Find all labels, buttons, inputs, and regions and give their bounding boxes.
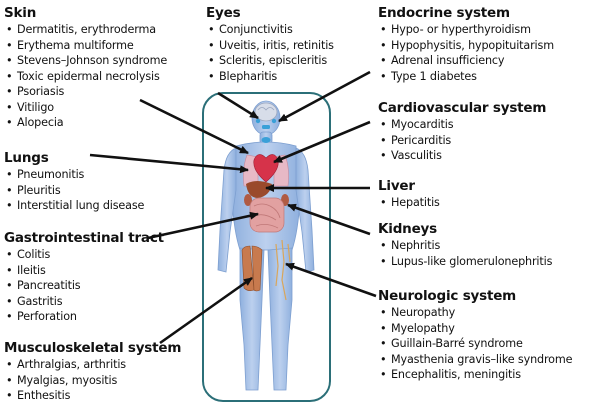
cardiovascular-item: Myocarditis	[378, 117, 546, 133]
eyes-arrow	[217, 91, 259, 120]
section-lungs: Lungs Pneumonitis Pleuritis Interstitial…	[4, 150, 144, 214]
eyes-item: Blepharitis	[206, 69, 334, 85]
musculoskeletal-arrow	[159, 276, 253, 345]
section-gastrointestinal-title: Gastrointestinal tract	[4, 230, 164, 246]
right-leg-shape	[267, 247, 293, 391]
section-gastrointestinal: Gastrointestinal tract Colitis Ileitis P…	[4, 230, 164, 325]
section-endocrine: Endocrine system Hypo- or hyperthyroidis…	[378, 5, 554, 84]
section-lungs-list: Pneumonitis Pleuritis Interstitial lung …	[4, 167, 144, 214]
section-kidneys-list: Nephritis Lupus-like glomerulonephritis	[378, 238, 552, 269]
musculoskeletal-item: Arthralgias, arthritis	[4, 357, 181, 373]
musculoskeletal-item: Enthesitis	[4, 388, 181, 404]
kidneys-item: Lupus-like glomerulonephritis	[378, 254, 552, 270]
skin-item: Toxic epidermal necrolysis	[4, 69, 167, 85]
endocrine-item: Hypo- or hyperthyroidism	[378, 22, 554, 38]
neurologic-item: Guillain-Barré syndrome	[378, 336, 572, 352]
neurologic-arrow	[285, 262, 377, 298]
lungs-item: Pleuritis	[4, 183, 144, 199]
section-eyes-list: Conjunctivitis Uveitis, iritis, retiniti…	[206, 22, 334, 84]
gastrointestinal-item: Colitis	[4, 247, 164, 263]
skin-item: Erythema multiforme	[4, 38, 167, 54]
kidney-left-icon	[244, 194, 252, 206]
section-neurologic: Neurologic system Neuropathy Myelopathy …	[378, 288, 572, 383]
cardiovascular-item: Pericarditis	[378, 133, 546, 149]
gastrointestinal-item: Gastritis	[4, 294, 164, 310]
section-cardiovascular-title: Cardiovascular system	[378, 100, 547, 116]
lungs-item: Pneumonitis	[4, 167, 144, 183]
lungs-arrow	[89, 153, 249, 174]
left-arm-shape	[217, 147, 237, 273]
gastrointestinal-arrow	[147, 211, 259, 240]
section-liver-title: Liver	[378, 178, 415, 194]
section-liver-list: Hepatitis	[378, 195, 440, 211]
gastrointestinal-item: Pancreatitis	[4, 278, 164, 294]
section-eyes-title: Eyes	[206, 5, 241, 21]
endocrine-arrow	[278, 70, 371, 123]
kidneys-item: Nephritis	[378, 238, 552, 254]
gastrointestinal-item: Ileitis	[4, 263, 164, 279]
section-kidneys-title: Kidneys	[378, 221, 437, 237]
cardiovascular-item: Vasculitis	[378, 148, 546, 164]
section-endocrine-list: Hypo- or hyperthyroidism Hypophysitis, h…	[378, 22, 554, 84]
section-eyes: Eyes Conjunctivitis Uveitis, iritis, ret…	[206, 5, 334, 84]
musculoskeletal-item: Myalgias, myositis	[4, 373, 181, 389]
section-cardiovascular-list: Myocarditis Pericarditis Vasculitis	[378, 117, 546, 164]
section-musculoskeletal-title: Musculoskeletal system	[4, 340, 182, 356]
endocrine-item: Adrenal insufficiency	[378, 53, 554, 69]
endocrine-item: Type 1 diabetes	[378, 69, 554, 85]
section-musculoskeletal-list: Arthralgias, arthritis Myalgias, myositi…	[4, 357, 181, 404]
kidneys-arrow	[287, 203, 371, 236]
section-skin: Skin Dermatitis, erythroderma Erythema m…	[4, 5, 167, 131]
eyes-item: Scleritis, episcleritis	[206, 53, 334, 69]
section-gastrointestinal-list: Colitis Ileitis Pancreatitis Gastritis P…	[4, 247, 164, 325]
section-lungs-title: Lungs	[4, 150, 49, 166]
nerve-lines-icon	[275, 239, 291, 301]
gastrointestinal-item: Perforation	[4, 309, 164, 325]
brain-icon	[254, 102, 278, 129]
neurologic-item: Myelopathy	[378, 321, 572, 337]
lungs-item: Interstitial lung disease	[4, 198, 144, 214]
skin-item: Dermatitis, erythroderma	[4, 22, 167, 38]
neurologic-item: Encephalitis, meningitis	[378, 367, 572, 383]
neurologic-item: Neuropathy	[378, 305, 572, 321]
section-skin-list: Dermatitis, erythroderma Erythema multif…	[4, 22, 167, 131]
section-skin-title: Skin	[4, 5, 37, 21]
section-musculoskeletal: Musculoskeletal system Arthralgias, arth…	[4, 340, 181, 404]
figure-frame	[202, 92, 331, 402]
section-neurologic-title: Neurologic system	[378, 288, 517, 304]
endocrine-item: Hypophysitis, hypopituitarism	[378, 38, 554, 54]
thyroid-icon	[261, 137, 271, 143]
section-cardiovascular: Cardiovascular system Myocarditis Perica…	[378, 100, 546, 164]
skin-item: Stevens–Johnson syndrome	[4, 53, 167, 69]
skin-item: Psoriasis	[4, 84, 167, 100]
neurologic-item: Myasthenia gravis–like syndrome	[378, 352, 572, 368]
section-endocrine-title: Endocrine system	[378, 5, 510, 21]
skin-item: Alopecia	[4, 115, 167, 131]
section-liver: Liver Hepatitis	[378, 178, 440, 211]
section-neurologic-list: Neuropathy Myelopathy Guillain-Barré syn…	[378, 305, 572, 383]
skin-item: Vitiligo	[4, 100, 167, 116]
section-kidneys: Kidneys Nephritis Lupus-like glomerulone…	[378, 221, 552, 269]
eyes-item: Uveitis, iritis, retinitis	[206, 38, 334, 54]
liver-item: Hepatitis	[378, 195, 440, 211]
cardiovascular-arrow	[273, 120, 371, 164]
eyes-item: Conjunctivitis	[206, 22, 334, 38]
